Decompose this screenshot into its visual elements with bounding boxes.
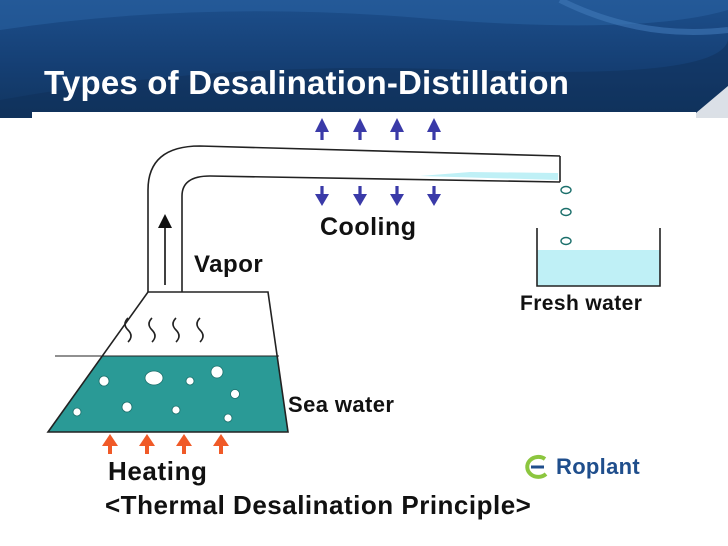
fresh-water-label: Fresh water	[520, 292, 643, 315]
page-title: Types of Desalination-Distillation	[44, 64, 570, 101]
vapor-arrow-icon	[158, 214, 172, 285]
header-wave-decoration	[0, 0, 728, 118]
cooling-label: Cooling	[320, 213, 417, 241]
heating-arrow-icon	[102, 434, 229, 454]
flask	[46, 291, 289, 433]
diagram-panel	[32, 112, 696, 546]
steam-wave-icon	[124, 317, 204, 343]
condenser-pipe	[147, 145, 561, 292]
vapor-label: Vapor	[194, 251, 264, 278]
heating-label: Heating	[108, 456, 208, 486]
fresh-water-beaker	[536, 228, 661, 287]
sea-water-label: Sea water	[288, 392, 395, 417]
slide-margin	[696, 118, 728, 546]
logo-text: Roplant	[556, 454, 640, 479]
cooling-arrow-icon	[315, 186, 441, 206]
diagram-caption: <Thermal Desalination Principle>	[105, 490, 532, 520]
logo-icon	[525, 454, 548, 479]
slide-header: Types of Desalination-Distillation	[0, 0, 728, 118]
roplant-logo: Roplant	[522, 452, 640, 482]
cooling-arrow-icon	[315, 118, 441, 140]
water-drops	[560, 185, 572, 246]
bubbles	[72, 365, 240, 423]
